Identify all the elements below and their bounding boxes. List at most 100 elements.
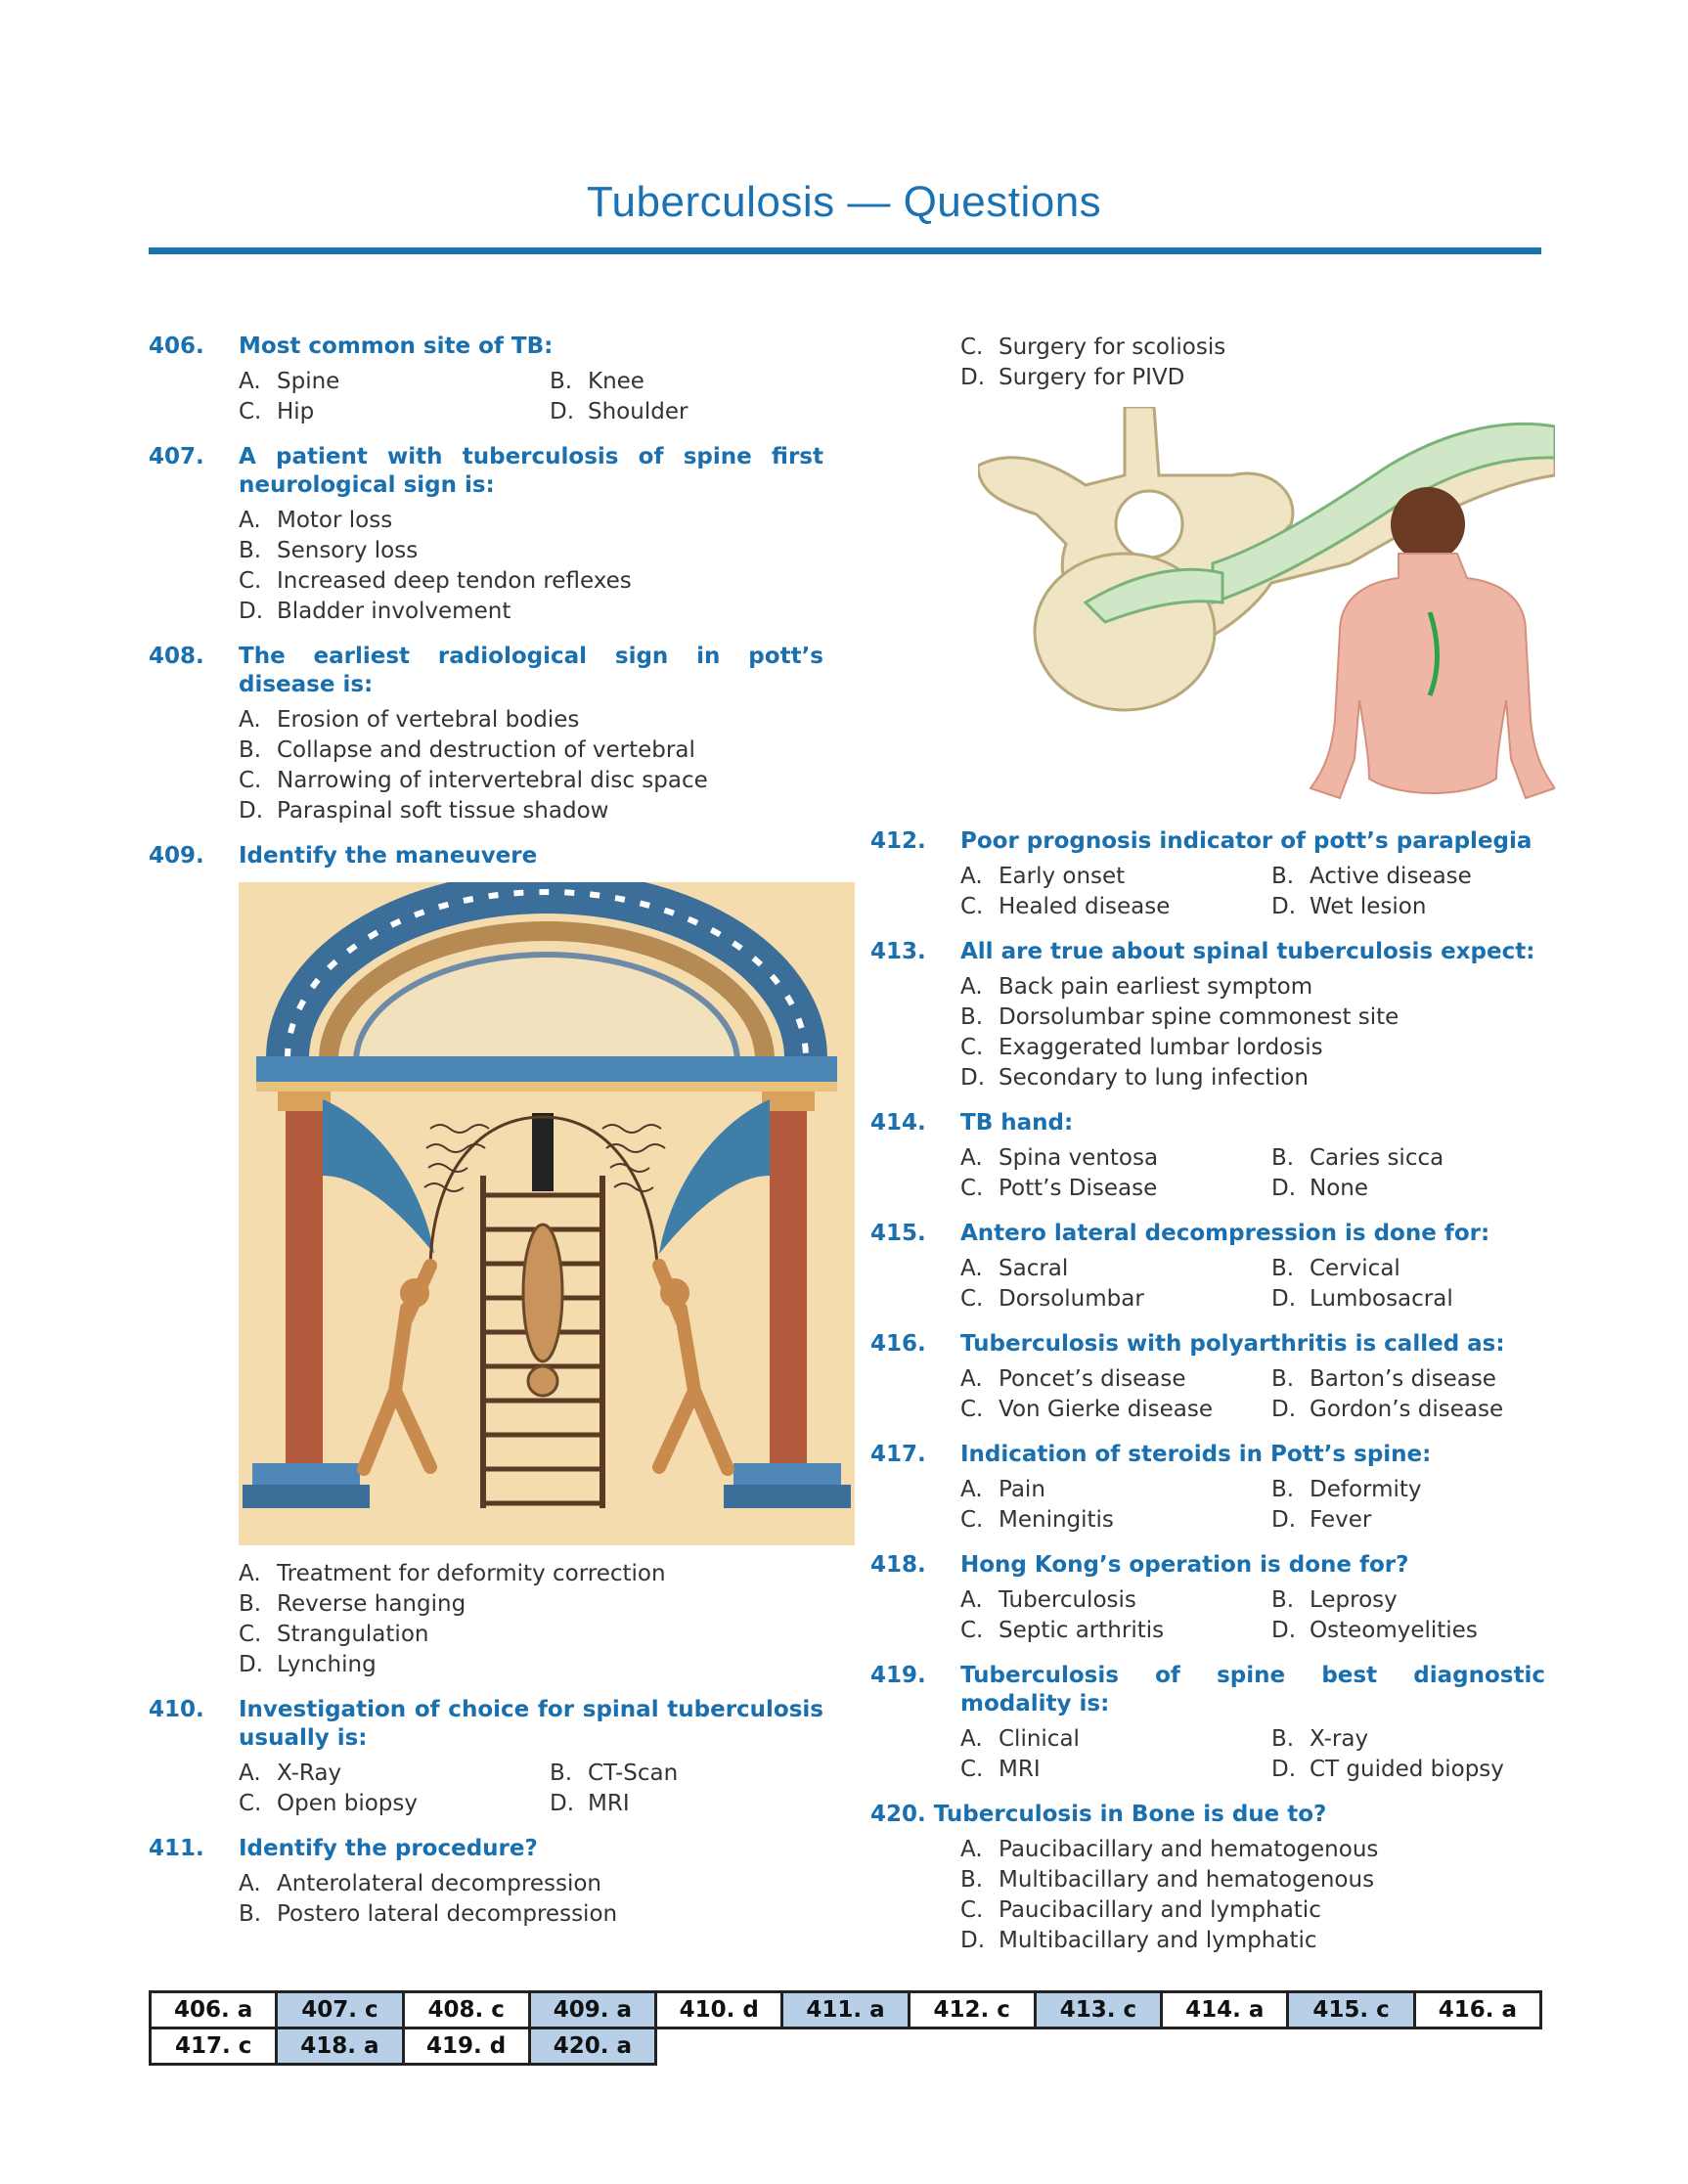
question-411-continued: C.Surgery for scoliosis D.Surgery for PI… <box>960 333 1545 393</box>
question-411: 411.Identify the procedure? A.Anterolate… <box>149 1835 823 1930</box>
option-a: A.X-Ray <box>239 1761 342 1786</box>
question-text: Antero lateral decompression is done for… <box>960 1221 1490 1246</box>
answer-cell: 420. a <box>527 2027 658 2066</box>
option-c: C.Narrowing of intervertebral disc space <box>239 768 708 793</box>
answer-key-row: 406. a 407. c 408. c 409. a 410. d 411. … <box>148 1990 1543 2029</box>
option-c: C.Open biopsy <box>239 1791 418 1816</box>
option-b: B.CT-Scan <box>550 1761 679 1786</box>
empty-cell <box>1035 2028 1161 2065</box>
question-text: Indication of steroids in Pott’s spine: <box>960 1442 1432 1467</box>
option-b: B.Postero lateral decompression <box>239 1901 618 1927</box>
option-c: C.Meningitis <box>960 1507 1114 1533</box>
option-b: B.Leprosy <box>1271 1587 1398 1613</box>
reverse-hanging-illustration <box>239 870 855 1545</box>
option-c: C.Dorsolumbar <box>960 1286 1144 1312</box>
question-407: 407.A patient with tuberculosis of spine… <box>149 443 823 627</box>
question-415: 415. Antero lateral decompression is done… <box>870 1220 1545 1315</box>
option-d: D.Fever <box>1271 1507 1372 1533</box>
option-d: D.Surgery for PIVD <box>960 365 1185 390</box>
answer-cell: 407. c <box>275 1990 405 2029</box>
title-rule <box>149 247 1541 254</box>
option-a: A.Erosion of vertebral bodies <box>239 707 580 733</box>
option-d: D.Osteomyelities <box>1271 1618 1478 1643</box>
option-c: C.Healed disease <box>960 894 1171 919</box>
question-number: 418. <box>870 1552 926 1578</box>
answer-cell: 406. a <box>148 1990 279 2029</box>
question-number: 413. <box>870 939 926 964</box>
option-a: A.Poncet’s disease <box>960 1366 1186 1392</box>
empty-cell <box>909 2028 1035 2065</box>
empty-cell <box>1414 2028 1540 2065</box>
option-b: B.Barton’s disease <box>1271 1366 1496 1392</box>
question-text: Tuberculosis with polyarthritis is calle… <box>960 1331 1505 1357</box>
option-a: A.Tuberculosis <box>960 1587 1136 1613</box>
option-b: B.X-ray <box>1271 1726 1369 1752</box>
empty-cell <box>1288 2028 1414 2065</box>
option-d: D.Secondary to lung infection <box>960 1065 1309 1091</box>
option-a: A.Spine <box>239 369 340 394</box>
answer-cell: 416. a <box>1412 1990 1543 2029</box>
question-413: 413. All are true about spinal tuberculos… <box>870 938 1545 1093</box>
option-d: D.Multibacillary and lymphatic <box>960 1928 1317 1953</box>
left-column: 406.Most common site of TB: A.Spine B.Kn… <box>149 333 855 1945</box>
option-c: C.MRI <box>960 1757 1041 1782</box>
answer-cell: 410. d <box>654 1990 784 2029</box>
question-text: The earliest radiological sign in pott’s… <box>239 644 823 697</box>
option-a: A.Motor loss <box>239 508 393 533</box>
option-c: C.Increased deep tendon reflexes <box>239 568 632 594</box>
option-d: D.Wet lesion <box>1271 894 1427 919</box>
question-text: Tuberculosis of spine best diagnostic mo… <box>960 1663 1545 1716</box>
question-419: 419. Tuberculosis of spine best diagnosti… <box>870 1662 1545 1785</box>
question-420: 420.Tuberculosis in Bone is due to? A.Pa… <box>870 1801 1545 1956</box>
question-text: Investigation of choice for spinal tuber… <box>239 1697 823 1751</box>
option-b: B.Sensory loss <box>239 538 419 563</box>
option-a: A.Clinical <box>960 1726 1080 1752</box>
question-number: 415. <box>870 1221 926 1246</box>
question-number: 408. <box>149 644 204 669</box>
empty-cell <box>1162 2028 1288 2065</box>
question-text: Poor prognosis indicator of pott’s parap… <box>960 828 1533 854</box>
option-c: C.Surgery for scoliosis <box>960 334 1226 360</box>
option-d: D.Shoulder <box>550 399 689 424</box>
question-number: 410. <box>149 1697 204 1722</box>
option-c: C.Exaggerated lumbar lordosis <box>960 1035 1323 1060</box>
option-a: A.Paucibacillary and hematogenous <box>960 1837 1379 1862</box>
empty-cell <box>656 2028 782 2065</box>
empty-cell <box>782 2028 909 2065</box>
answer-key-row: 417. c 418. a 419. d 420. a <box>148 2027 1541 2066</box>
question-number: 419. <box>870 1663 926 1688</box>
option-d: D.Lynching <box>239 1652 377 1677</box>
option-c: C.Paucibacillary and lymphatic <box>960 1897 1321 1923</box>
option-b: B.Deformity <box>1271 1477 1422 1502</box>
question-number: 412. <box>870 828 926 854</box>
question-408: 408. The earliest radiological sign in po… <box>149 643 823 826</box>
option-d: D.Gordon’s disease <box>1271 1397 1504 1422</box>
question-416: 416. Tuberculosis with polyarthritis is c… <box>870 1330 1545 1425</box>
question-417: 417.Indication of steroids in Pott’s spi… <box>870 1441 1545 1536</box>
option-b: B.Dorsolumbar spine commonest site <box>960 1004 1399 1030</box>
question-text: Tuberculosis in Bone is due to? <box>933 1802 1327 1827</box>
question-number: 409. <box>149 843 204 869</box>
question-412: 412. Poor prognosis indicator of pott’s p… <box>870 827 1545 922</box>
question-406: 406.Most common site of TB: A.Spine B.Kn… <box>149 333 823 427</box>
option-a: A.Spina ventosa <box>960 1145 1159 1171</box>
answer-key-table: 406. a 407. c 408. c 409. a 410. d 411. … <box>148 1990 1543 2066</box>
answer-cell: 415. c <box>1286 1990 1416 2029</box>
option-b: B.Reverse hanging <box>239 1591 466 1617</box>
option-d: D.Bladder involvement <box>239 599 511 624</box>
option-a: A.Treatment for deformity correction <box>239 1561 666 1586</box>
option-a: A.Early onset <box>960 864 1126 889</box>
answer-cell: 418. a <box>275 2027 405 2066</box>
question-text: TB hand: <box>960 1110 1074 1136</box>
option-c: C.Hip <box>239 399 315 424</box>
question-409: 409.Identify the maneuvere <box>149 842 855 1680</box>
question-number: 406. <box>149 334 204 359</box>
question-number: 416. <box>870 1331 926 1357</box>
question-text: A patient with tuberculosis of spine fir… <box>239 444 823 498</box>
option-a: A.Pain <box>960 1477 1045 1502</box>
answer-cell: 411. a <box>780 1990 911 2029</box>
option-c: C.Von Gierke disease <box>960 1397 1214 1422</box>
question-text: All are true about spinal tuberculosis e… <box>960 939 1535 964</box>
question-number: 414. <box>870 1110 926 1136</box>
page-title: Tuberculosis — Questions <box>586 178 1102 226</box>
